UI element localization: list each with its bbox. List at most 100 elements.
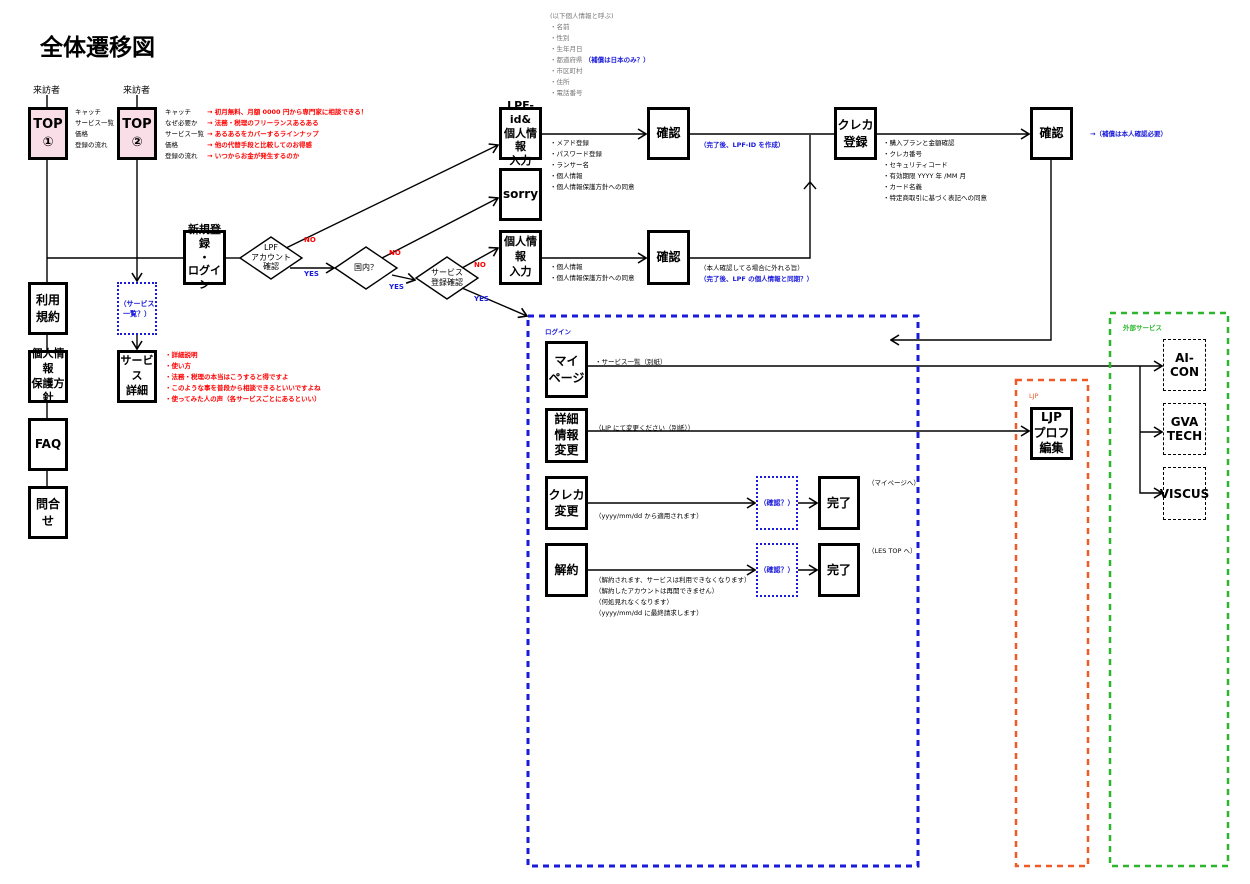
- cancel-after-note: （LES TOP へ）: [868, 547, 917, 555]
- list-item: ・名前: [550, 23, 570, 31]
- top2-content-list: キャッチ なぜ必要か サービス一覧 価格 登録の流れ: [165, 107, 204, 162]
- card-change-page[interactable]: クレカ 変更: [545, 476, 588, 530]
- list-item: ・都道府県: [550, 56, 583, 64]
- list-item: ・電話番号: [550, 89, 583, 97]
- list-header: (以下個人情報と呼ぶ): [550, 12, 614, 20]
- card-change-note: （yyyy/mm/dd から適用されます）: [595, 512, 703, 520]
- external-region-border: [1108, 311, 1230, 868]
- external-service-gva-tech[interactable]: GVA TECH: [1163, 403, 1206, 455]
- terms-page[interactable]: 利用 規約: [28, 282, 68, 335]
- list-item: なぜ必要か: [165, 119, 198, 127]
- visitor-label-1: 来訪者: [33, 86, 61, 96]
- service-list-tbd[interactable]: （サービス 一覧？）: [117, 282, 157, 335]
- list-item: 登録の流れ: [75, 141, 108, 149]
- contact-page[interactable]: 問合せ: [28, 486, 68, 539]
- privacy-policy-page[interactable]: 個人情報 保護方針: [28, 347, 68, 404]
- confirm2-notes: （本人確認してる場合に外れる旨） （完了後、LPF の個人情報と同期？）: [700, 263, 813, 285]
- note: （完了後、LPF の個人情報と同期？）: [700, 275, 814, 283]
- note: → 法務・税理のフリーランスあるある: [207, 119, 319, 127]
- list-item: ・有効期限 YYYY 年 /MM 月: [883, 172, 967, 180]
- confirm-page-3[interactable]: 確認: [1030, 107, 1073, 160]
- note: → 他の代替手段と比較してのお得感: [207, 141, 313, 149]
- list-item: ・メアド登録: [550, 139, 589, 147]
- note: （yyyy/mm/dd に最終請求します）: [595, 609, 703, 617]
- list-item: ・個人情報: [550, 172, 583, 180]
- domestic-check-diamond: 国内？: [354, 263, 378, 272]
- sorry-page[interactable]: sorry: [499, 168, 542, 221]
- yes-label: YES: [304, 270, 319, 278]
- list-item: ・個人情報: [550, 263, 583, 271]
- external-service-ai-con[interactable]: AI-CON: [1163, 339, 1206, 391]
- external-services-label: 外部サービス: [1123, 324, 1162, 332]
- yes-label: YES: [474, 295, 489, 303]
- top1-content-list: キャッチ サービス一覧 価格 登録の流れ: [75, 107, 114, 151]
- card-change-after-note: （マイページへ）: [868, 479, 920, 487]
- external-service-viscus[interactable]: VISCUS: [1160, 467, 1209, 520]
- login-region-border: [526, 314, 920, 868]
- confirm1-note: （完了後、LPF-ID を作成）: [700, 141, 785, 149]
- note: ・使い方: [165, 362, 191, 370]
- note: ・このような事を普段から相談できるといいですよね: [165, 384, 321, 392]
- personal-info-input-page[interactable]: 個人情報 入力: [499, 230, 542, 285]
- list-item: ・個人情報保護方針への同意: [550, 274, 635, 282]
- list-item: ・性別: [550, 34, 570, 42]
- list-item: ・生年月日: [550, 45, 583, 53]
- note: （補償は日本のみ？）: [584, 56, 650, 64]
- top2-notes: → 初月無料、月額 0000 円から専門家に相談できる！ → 法務・税理のフリー…: [207, 107, 367, 162]
- card-register-page[interactable]: クレカ 登録: [834, 107, 877, 160]
- list-item: ・セキュリティコード: [883, 161, 948, 169]
- detail-change-page[interactable]: 詳細 情報 変更: [545, 408, 588, 463]
- confirm3-note: →（補償は本人確認必要）: [1090, 130, 1167, 138]
- lpf-id-input-page[interactable]: LPF-id& 個人情報 入力: [499, 99, 542, 167]
- no-label: NO: [389, 249, 401, 257]
- ljp-profile-edit-page[interactable]: LJP プロフ 編集: [1030, 407, 1073, 460]
- note: （解約したアカウントは再開できません）: [595, 587, 719, 595]
- yes-label: YES: [389, 283, 404, 291]
- service-detail-page[interactable]: サービス 詳細: [117, 350, 157, 403]
- ljp-region-label: LJP: [1029, 392, 1039, 400]
- list-item: キャッチ: [75, 108, 101, 116]
- personal-input-fields: ・個人情報 ・個人情報保護方針への同意: [550, 262, 635, 284]
- no-label: NO: [304, 236, 316, 244]
- cancel-page[interactable]: 解約: [545, 543, 588, 597]
- top2-page[interactable]: TOP ②: [117, 107, 157, 160]
- top1-page[interactable]: TOP ①: [28, 107, 68, 160]
- list-item: ・個人情報保護方針への同意: [550, 183, 635, 191]
- note: → あるあるをカバーするラインナップ: [207, 130, 319, 138]
- page-title: 全体遷移図: [40, 35, 155, 61]
- card-change-done-page[interactable]: 完了: [818, 476, 860, 530]
- confirm-page-1[interactable]: 確認: [647, 107, 690, 160]
- cancel-done-page[interactable]: 完了: [818, 543, 860, 597]
- list-item: ・カード名義: [883, 183, 922, 191]
- note: （本人確認してる場合に外れる旨）: [700, 264, 804, 272]
- lpf-input-fields: ・メアド登録 ・パスワード登録 ・ランサー名 ・個人情報 ・個人情報保護方針への…: [550, 138, 635, 193]
- no-label: NO: [474, 261, 486, 269]
- mypage-note: ・サービス一覧（別紙）: [595, 358, 667, 366]
- list-item: 価格: [75, 130, 88, 138]
- login-region-label: ログイン: [545, 328, 571, 336]
- signup-login-page[interactable]: 新規登録 ・ ログイン: [183, 223, 226, 291]
- mypage-page[interactable]: マイ ページ: [545, 341, 588, 398]
- card-change-confirm-tbd[interactable]: （確認？）: [756, 476, 798, 530]
- faq-page[interactable]: FAQ: [28, 418, 68, 471]
- note: ・法務・税理の本当はこうすると得ですよ: [165, 373, 289, 381]
- service-detail-notes: ・詳細説明 ・使い方 ・法務・税理の本当はこうすると得ですよ ・このような事を普…: [165, 350, 321, 405]
- note: → いつからお金が発生するのか: [207, 152, 300, 160]
- confirm-page-2[interactable]: 確認: [647, 230, 690, 285]
- cancel-confirm-tbd[interactable]: （確認？）: [756, 543, 798, 597]
- list-item: ・市区町村: [550, 67, 583, 75]
- list-item: ・特定商取引に基づく表記への同意: [883, 194, 987, 202]
- cancel-notes: （解約されます、サービスは利用できなくなります） （解約したアカウントは再開でき…: [595, 575, 750, 619]
- note: ・詳細説明: [165, 351, 198, 359]
- list-item: ・購入プランと金額確認: [883, 139, 955, 147]
- card-register-fields: ・購入プランと金額確認 ・クレカ番号 ・セキュリティコード ・有効期限 YYYY…: [883, 138, 987, 204]
- detail-change-note: （LJP にて変更ください（別紙））: [595, 424, 695, 432]
- note: （何処見れなくなります）: [595, 598, 673, 606]
- list-item: ・パスワード登録: [550, 150, 602, 158]
- note: → 初月無料、月額 0000 円から専門家に相談できる！: [207, 108, 368, 116]
- service-registration-check-diamond: サービス 登録確認: [431, 268, 463, 287]
- personal-info-definition: (以下個人情報と呼ぶ) ・名前 ・性別 ・生年月日 ・都道府県 （補償は日本のみ…: [550, 11, 650, 99]
- list-item: ・クレカ番号: [883, 150, 922, 158]
- note: ・使ってみた人の声（各サービスごとにあるといい）: [165, 395, 321, 403]
